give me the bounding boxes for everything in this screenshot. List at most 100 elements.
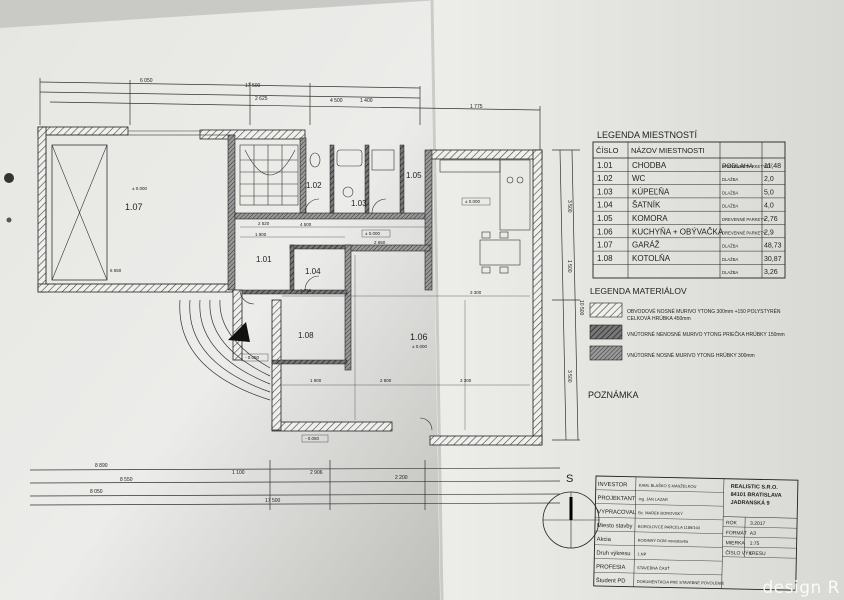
title-row-divider bbox=[594, 558, 723, 562]
dim-top-seg: 2 625 bbox=[255, 96, 268, 102]
legend-room-number: 1.06 bbox=[597, 227, 613, 236]
material-text: VNÚTORNÉ NOSNÉ MURIVO YTONG HRÚBKY 300mm bbox=[627, 352, 755, 359]
legend-room-name: WC bbox=[632, 174, 646, 183]
title-block-value: Ing. JÁN LAZAR bbox=[638, 496, 668, 502]
title-meta-divider bbox=[722, 536, 797, 539]
title-block-value: 1.NP bbox=[637, 551, 646, 556]
legend-room-number: 1.08 bbox=[597, 254, 613, 263]
wall-bottom-mid bbox=[271, 421, 393, 432]
legend-header-name: NÁZOV MIESTNOSTI bbox=[631, 146, 705, 155]
title-row-divider bbox=[595, 503, 724, 507]
room-label-1-03: 1.03 bbox=[351, 199, 367, 208]
dim-bottom-seg: 8 550 bbox=[120, 477, 133, 483]
legend-room-name: GARÁŽ bbox=[632, 241, 660, 250]
legend-rooms: LEGENDA MIESTNOSTÍ ČÍSLO NÁZOV MIESTNOST… bbox=[592, 130, 786, 279]
legend-header-floor: PODLAHA bbox=[722, 163, 754, 170]
legend-room-area: 30,87 bbox=[764, 256, 782, 263]
legend-room-name: KUCHYŇA + OBÝVAČKA bbox=[632, 227, 724, 236]
legend-room-floor: DLAŽBA bbox=[722, 257, 738, 262]
legend-room-number: 1.03 bbox=[597, 187, 613, 196]
legend-room-floor: DLAŽBA bbox=[722, 190, 738, 195]
wall-left-living bbox=[271, 299, 282, 431]
wall-right bbox=[532, 149, 543, 446]
dim-inner: 4 500 bbox=[300, 222, 312, 227]
legend-room-number: 1.07 bbox=[597, 241, 613, 250]
room-label-1-07: 1.07 bbox=[125, 202, 143, 212]
title-block-label: Druh výkresu bbox=[596, 551, 630, 558]
legend-room-area: 2,76 bbox=[764, 216, 778, 223]
title-meta-divider bbox=[722, 546, 797, 549]
title-meta-label: FORMÁT bbox=[726, 529, 747, 536]
company-street: JADRANSKÁ 9 bbox=[730, 499, 769, 507]
bottom-dimensions bbox=[29, 460, 561, 510]
title-meta-label: MIERKA bbox=[726, 540, 746, 546]
wall-top-mid bbox=[199, 129, 306, 140]
legend-room-area: 5,0 bbox=[764, 189, 774, 196]
entrance-steps bbox=[179, 299, 271, 401]
legend-room-area: 48,73 bbox=[764, 243, 782, 250]
title-meta-label: ROK bbox=[726, 520, 738, 526]
title-meta-value: 1 bbox=[749, 551, 752, 557]
wash-basin bbox=[342, 186, 354, 198]
dim-inner: 2 520 bbox=[258, 221, 270, 226]
legend-header-area: m² bbox=[765, 163, 773, 170]
legend-room-name: KÚPEĽŇA bbox=[632, 187, 670, 196]
legend-room-name: KOMORA bbox=[632, 214, 668, 223]
wall-top-right bbox=[429, 149, 543, 160]
level-terrace: - 0.050 bbox=[305, 436, 320, 441]
photo-caption: design R bbox=[762, 578, 840, 598]
legend-room-name: KOTOLŇA bbox=[632, 254, 671, 263]
legend-room-name: CHODBA bbox=[632, 161, 667, 170]
level-corridor: ± 0.000 bbox=[365, 231, 380, 236]
title-block-value: KAML BLAŠKO S MANŽELKOU bbox=[639, 483, 697, 489]
title-meta-value: 3.2017 bbox=[750, 521, 766, 527]
level-entry: - 0.050 bbox=[245, 355, 260, 360]
title-meta-divider bbox=[722, 556, 797, 559]
title-block-label: Študent PD bbox=[596, 577, 626, 585]
room-label-1-06: 1.06 bbox=[410, 332, 428, 342]
legend-room-area: 2,9 bbox=[764, 229, 774, 236]
dim-bottom-seg: 8 050 bbox=[90, 489, 103, 495]
dim-bottom-total: 17 500 bbox=[265, 498, 281, 504]
title-block-value: RODINNÝ DOM novostavba bbox=[638, 538, 689, 544]
legend-room-floor: DLAŽBA bbox=[722, 244, 738, 249]
material-text: OBVODOVÉ NOSNÉ MURIVO YTONG 300mm +150 P… bbox=[627, 308, 781, 315]
dim-bottom-seg: 2 906 bbox=[310, 470, 323, 476]
top-dimensions bbox=[39, 78, 541, 150]
material-swatch-cross bbox=[589, 324, 623, 340]
room-label-1-01: 1.01 bbox=[256, 255, 272, 264]
title-block-value: STAVEBNÁ ČASŤ bbox=[637, 565, 670, 571]
wall-bottom-right bbox=[429, 435, 543, 446]
legend-room-number: 1.05 bbox=[597, 214, 613, 223]
dim-inner: 2 800 bbox=[380, 378, 392, 383]
north-label: S bbox=[566, 473, 573, 485]
dim-top-total: 17 500 bbox=[245, 83, 261, 89]
legend-room-number: 1.04 bbox=[597, 201, 613, 210]
room-label-1-08: 1.08 bbox=[298, 331, 314, 340]
title-meta-divider bbox=[722, 526, 797, 529]
title-meta-value: 1:75 bbox=[750, 541, 760, 547]
legend-room-floor: DLAŽBA bbox=[722, 177, 738, 182]
title-row-divider bbox=[595, 517, 724, 521]
title-block-label: Miesto stavby bbox=[597, 523, 633, 530]
legend-room-area: 3,26 bbox=[764, 269, 778, 276]
title-row-divider bbox=[593, 572, 722, 576]
paper-right-page bbox=[430, 0, 844, 600]
dim-bottom-seg: 1 100 bbox=[232, 470, 245, 476]
dim-right-seg: 3 500 bbox=[566, 200, 572, 213]
material-text: VNÚTORNÉ NENOSNÉ MURIVO YTONG PRIEČKA HR… bbox=[627, 331, 785, 338]
dim-inner: 2 650 bbox=[374, 240, 386, 245]
dim-inner: 1 900 bbox=[310, 378, 322, 383]
title-block-label: PROFESIA bbox=[596, 564, 626, 571]
title-row-divider bbox=[594, 544, 723, 548]
room-label-1-05: 1.05 bbox=[406, 171, 422, 180]
title-row-divider bbox=[595, 489, 724, 493]
wall-left-boiler bbox=[232, 289, 243, 361]
dim-right-total: 10 500 bbox=[578, 300, 584, 316]
dim-bottom-seg: 2 200 bbox=[395, 475, 408, 481]
legend-materials-title: LEGENDA MATERIÁLOV bbox=[590, 286, 687, 296]
company-name: REALISTIC S.R.O. bbox=[731, 484, 779, 491]
material-swatch-hatch bbox=[589, 302, 623, 318]
legend-header-number: ČÍSLO bbox=[596, 146, 619, 155]
